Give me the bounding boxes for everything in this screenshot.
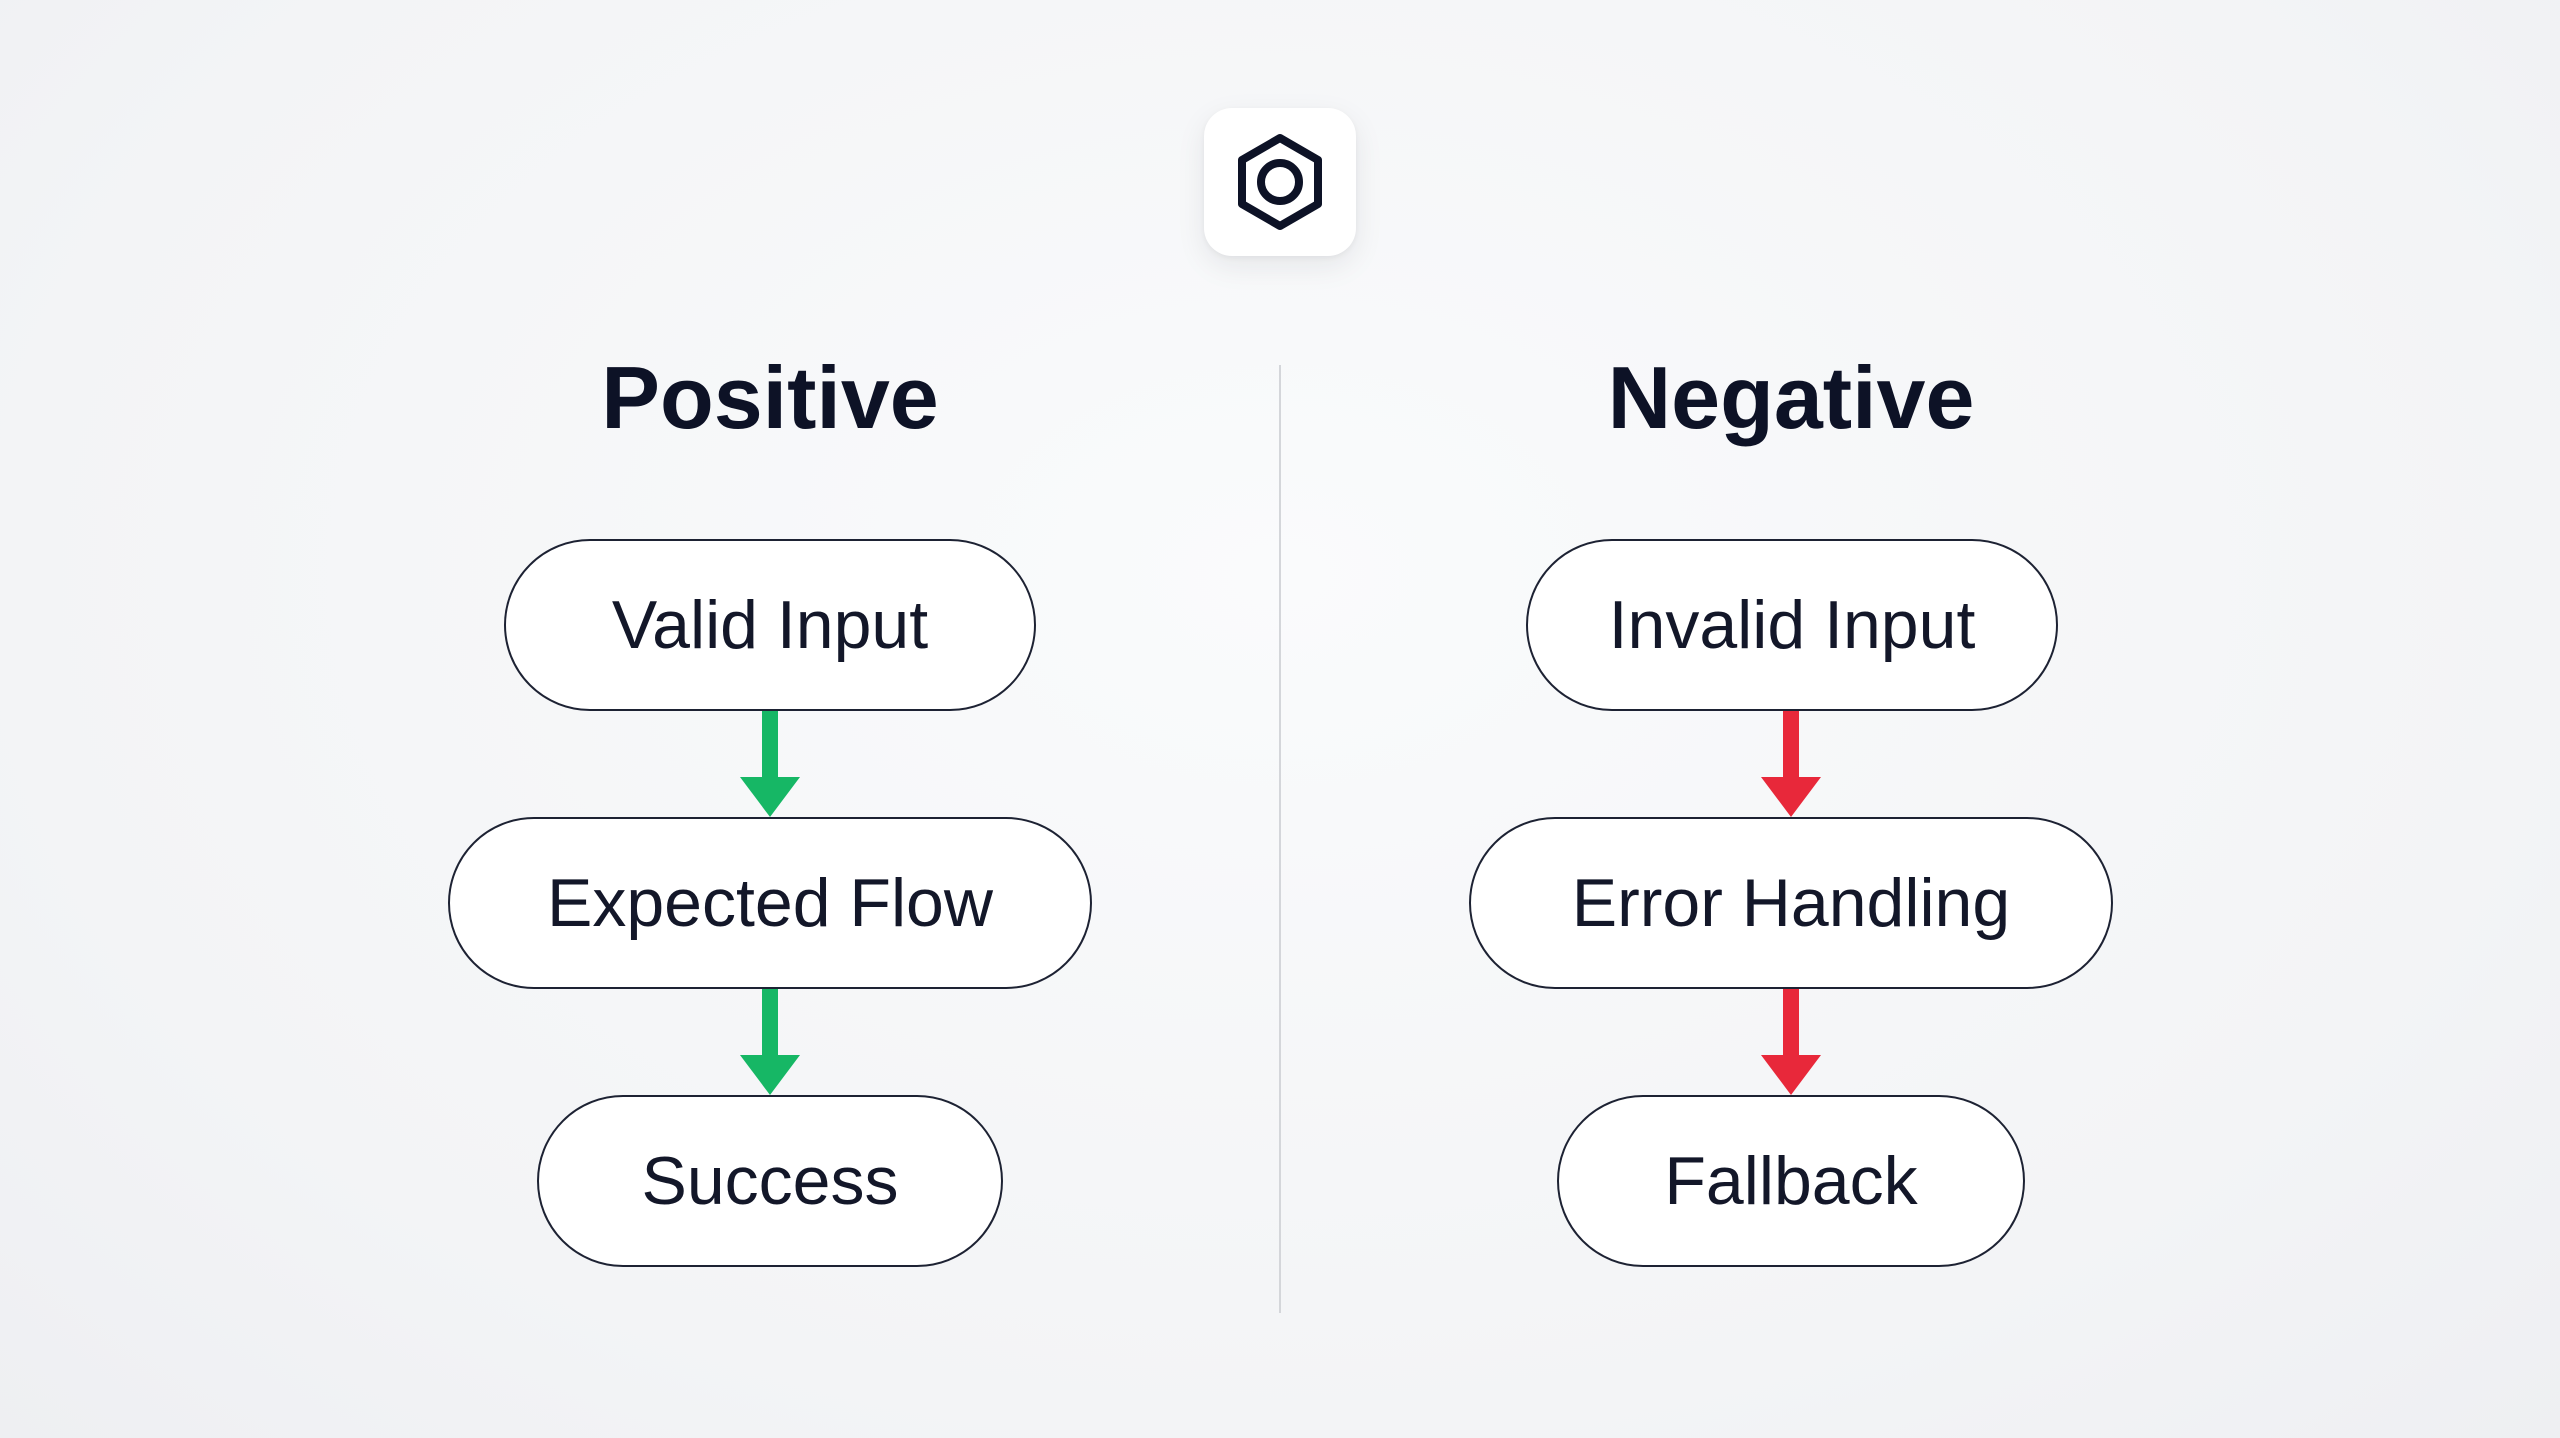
negative-arrow-2 — [1759, 989, 1823, 1097]
node-valid-input: Valid Input — [504, 539, 1036, 711]
node-fallback: Fallback — [1557, 1095, 2025, 1267]
hexagon-ring-icon — [1238, 134, 1322, 230]
negative-arrow-1 — [1759, 711, 1823, 819]
negative-title: Negative — [1607, 348, 1975, 447]
node-expected-flow: Expected Flow — [448, 817, 1092, 989]
node-label: Success — [641, 1143, 899, 1219]
logo-tile — [1204, 108, 1356, 256]
node-label: Fallback — [1664, 1143, 1918, 1219]
node-invalid-input: Invalid Input — [1526, 539, 2058, 711]
node-error-handling: Error Handling — [1469, 817, 2113, 989]
negative-column: Negative Invalid Input Error Handling Fa… — [1341, 0, 2241, 1438]
positive-column: Positive Valid Input Expected Flow Succe… — [320, 0, 1220, 1438]
center-divider — [1279, 365, 1281, 1313]
positive-arrow-2 — [738, 989, 802, 1097]
positive-title: Positive — [601, 348, 939, 447]
node-label: Invalid Input — [1608, 587, 1976, 663]
node-label: Valid Input — [611, 587, 929, 663]
positive-arrow-1 — [738, 711, 802, 819]
node-label: Expected Flow — [547, 865, 993, 941]
node-success: Success — [537, 1095, 1003, 1267]
node-label: Error Handling — [1571, 865, 2011, 941]
